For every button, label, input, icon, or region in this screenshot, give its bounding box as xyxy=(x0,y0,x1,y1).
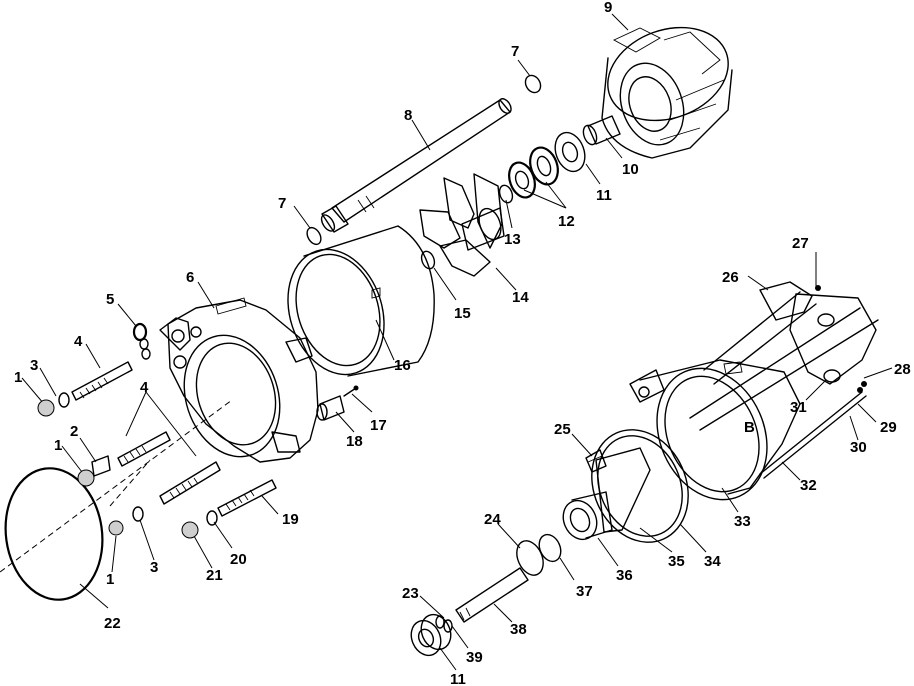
callout-12: 12 xyxy=(558,213,575,230)
callout-27: 27 xyxy=(792,235,809,252)
callout-26: 26 xyxy=(722,269,739,286)
nozzle-ring-34 xyxy=(591,429,689,543)
ring-13 xyxy=(498,184,514,204)
callout-13: 13 xyxy=(504,231,521,248)
leader-lines xyxy=(21,13,893,671)
callout-29: 29 xyxy=(880,419,897,436)
callout-17: 17 xyxy=(370,417,387,434)
callout-8: 8 xyxy=(404,107,412,124)
callout-7-left: 7 xyxy=(278,195,286,212)
callout-1-bottom: 1 xyxy=(106,571,114,588)
centerline xyxy=(0,399,233,573)
callout-21: 21 xyxy=(206,567,223,584)
shaft-38 xyxy=(455,567,529,623)
oring-7-top xyxy=(524,74,542,94)
callout-1-left-top: 1 xyxy=(14,369,22,386)
callout-16: 16 xyxy=(394,357,411,374)
drive-shaft-8 xyxy=(320,98,512,233)
washer-24 xyxy=(516,540,544,576)
callout-11-top: 11 xyxy=(596,187,612,204)
bearing-11-bottom xyxy=(410,613,452,657)
liner-16 xyxy=(287,225,435,377)
seals-12 xyxy=(508,146,559,199)
callout-1-left-mid: 1 xyxy=(54,437,62,454)
callout-30: 30 xyxy=(850,439,867,456)
callout-10: 10 xyxy=(622,161,639,178)
steering-assembly xyxy=(689,281,879,479)
housing-letter: B xyxy=(744,419,755,436)
callout-19: 19 xyxy=(282,511,299,528)
spacer-10 xyxy=(582,115,621,146)
bearing-36 xyxy=(562,491,613,541)
plate-25 xyxy=(585,449,607,473)
ring-39 xyxy=(443,619,453,633)
callout-numbers: 7 9 8 10 11 12 13 7 14 15 16 6 5 4 3 1 4… xyxy=(14,0,911,686)
nozzle-housing-33 xyxy=(629,359,801,501)
callout-23: 23 xyxy=(402,585,419,602)
oring-7-left xyxy=(306,226,322,246)
callout-35: 35 xyxy=(668,553,685,570)
callout-24: 24 xyxy=(484,511,501,528)
callout-5: 5 xyxy=(106,291,114,308)
callout-20: 20 xyxy=(230,551,247,568)
studs-and-springs xyxy=(71,322,277,517)
callout-33: 33 xyxy=(734,513,751,530)
bearing-housing-35 xyxy=(595,447,651,533)
callout-15: 15 xyxy=(454,305,471,322)
callout-14: 14 xyxy=(512,289,529,306)
stator-housing-9 xyxy=(601,26,733,159)
ring-15 xyxy=(420,250,436,270)
callout-32: 32 xyxy=(800,477,817,494)
bearing-11-top xyxy=(554,131,586,173)
callout-2: 2 xyxy=(70,423,78,440)
ring-37 xyxy=(538,533,562,563)
nuts-washers xyxy=(37,392,218,539)
callout-39: 39 xyxy=(466,649,483,666)
callout-37: 37 xyxy=(576,583,593,600)
callout-36: 36 xyxy=(616,567,633,584)
callout-3-left: 3 xyxy=(30,357,38,374)
callout-7-top: 7 xyxy=(511,43,519,60)
callout-6: 6 xyxy=(186,269,194,286)
callout-22: 22 xyxy=(104,615,121,632)
callout-34: 34 xyxy=(704,553,721,570)
large-oring-22 xyxy=(4,467,104,601)
callout-11-bottom: 11 xyxy=(450,671,466,686)
callout-3-bottom: 3 xyxy=(150,559,158,576)
bushing-17-18 xyxy=(316,385,359,421)
callout-28: 28 xyxy=(894,361,911,378)
callout-38: 38 xyxy=(510,621,527,638)
callout-4-mid: 4 xyxy=(140,379,149,396)
callout-31: 31 xyxy=(790,399,807,416)
impeller-14 xyxy=(419,173,505,277)
callout-9: 9 xyxy=(604,0,612,16)
pump-housing-6 xyxy=(159,297,319,463)
callout-18: 18 xyxy=(346,433,363,450)
callout-4-top: 4 xyxy=(74,333,83,350)
callout-25: 25 xyxy=(554,421,571,438)
